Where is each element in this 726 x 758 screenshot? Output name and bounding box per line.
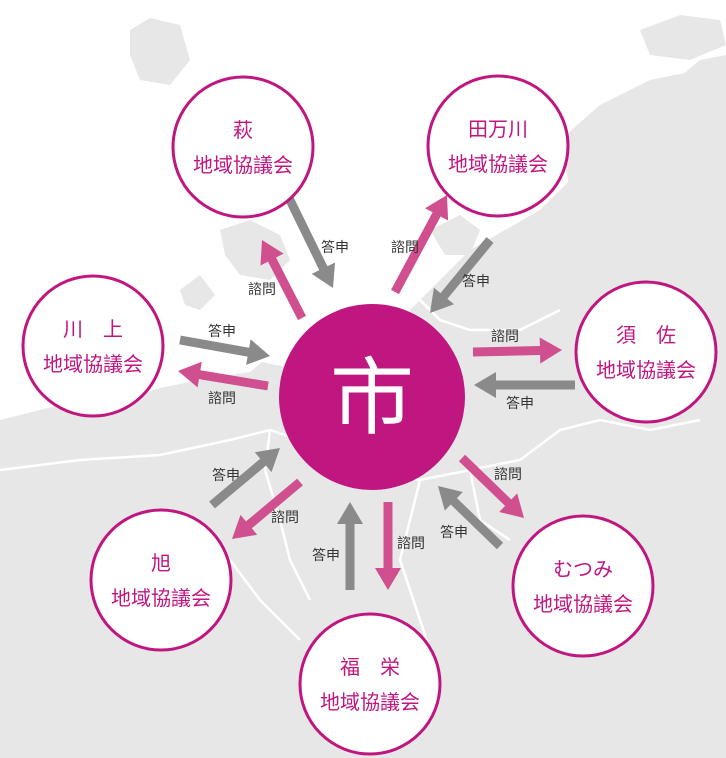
city-circle — [279, 304, 465, 490]
consult-label: 諮問 — [391, 239, 419, 256]
council-subtitle: 地域協議会 — [596, 358, 696, 382]
report-arrow — [430, 237, 494, 313]
council-circle — [21, 274, 165, 418]
consult-arrow — [260, 240, 306, 321]
council-circle — [298, 612, 442, 756]
map-boundary — [0, 428, 301, 472]
council-circle — [426, 74, 570, 218]
consult-arrow — [375, 502, 401, 590]
report-label: 答申 — [321, 239, 349, 256]
council-circle — [511, 514, 655, 658]
council-name: 須 佐 — [616, 323, 676, 347]
council-subtitle: 地域協議会 — [193, 153, 293, 177]
council-subtitle: 地域協議会 — [533, 592, 633, 616]
council-name: 萩 — [233, 118, 253, 142]
report-label: 答申 — [312, 547, 340, 564]
consult-arrow — [232, 478, 303, 539]
consult-label: 諮問 — [494, 466, 522, 483]
map-boundary — [468, 469, 511, 542]
consult-label: 諮問 — [397, 535, 425, 552]
city-center-node: 市 — [279, 304, 465, 490]
council-name: 旭 — [151, 551, 171, 575]
map-region — [180, 275, 215, 310]
council-name: 福 栄 — [340, 655, 400, 679]
consult-label: 諮問 — [208, 390, 236, 407]
map-region — [560, 70, 726, 210]
report-label: 答申 — [462, 273, 490, 290]
report-arrow — [474, 372, 575, 398]
consult-arrow — [391, 195, 449, 295]
report-arrow — [284, 194, 335, 288]
council-circle — [89, 508, 233, 652]
report-label: 答申 — [208, 323, 236, 340]
consult-label: 諮問 — [248, 281, 276, 298]
map-boundary — [519, 418, 701, 461]
map-region — [640, 15, 726, 60]
report-label: 答申 — [212, 467, 240, 484]
council-subtitle: 地域協議会 — [320, 690, 420, 714]
council-name: 田万川 — [468, 117, 528, 141]
council-subtitle: 地域協議会 — [43, 352, 143, 376]
consult-arrow — [178, 361, 269, 391]
consult-label: 諮問 — [491, 328, 519, 345]
map-boundary — [419, 299, 561, 332]
report-label: 答申 — [506, 395, 534, 412]
council-name: むつみ — [553, 557, 613, 581]
report-arrow — [209, 448, 280, 509]
consult-arrow — [458, 454, 524, 518]
report-arrow — [337, 502, 363, 590]
council-subtitle: 地域協議会 — [111, 586, 211, 610]
report-label: 答申 — [440, 524, 468, 541]
map-region — [130, 18, 190, 85]
council-name: 川 上 — [63, 317, 123, 341]
report-arrow — [438, 486, 504, 550]
report-arrow — [179, 335, 270, 365]
city-label: 市 — [330, 349, 414, 447]
consult-label: 諮問 — [271, 509, 299, 526]
consult-arrow — [472, 337, 562, 364]
council-circle — [171, 75, 315, 219]
map-region — [430, 215, 480, 255]
council-subtitle: 地域協議会 — [448, 152, 548, 176]
council-circle — [574, 280, 718, 424]
